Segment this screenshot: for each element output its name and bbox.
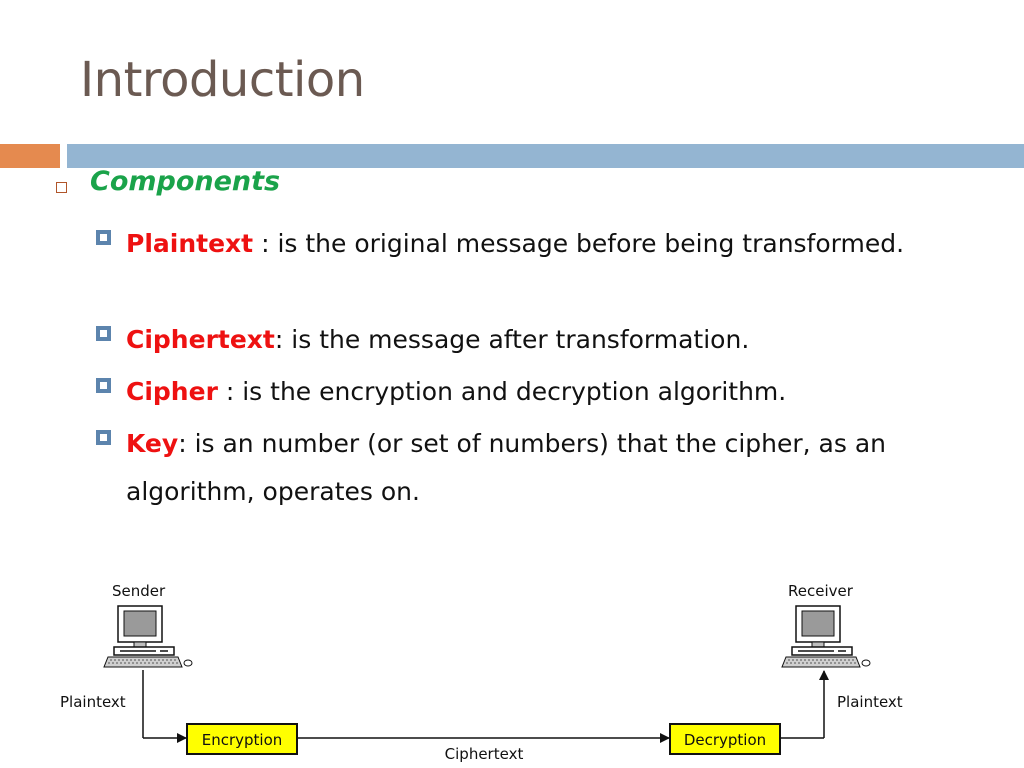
term-description: is the message after transformation. [283,325,750,354]
filled-square-bullet-icon [96,230,111,245]
encryption-label: Encryption [202,731,283,749]
list-item-key: Key: is an number (or set of numbers) th… [96,420,1006,516]
filled-square-bullet-icon [96,326,111,341]
ciphertext-label: Ciphertext [445,745,524,763]
term-separator: : [217,377,235,406]
term-label: Plaintext [126,229,254,258]
filled-square-bullet-icon [96,430,111,445]
sender-label: Sender [112,582,166,600]
accent-bar-orange [0,144,60,168]
sender-computer-icon [103,605,193,668]
plaintext-left-label: Plaintext [60,693,126,711]
item-text: Plaintext : is the original message befo… [126,220,1006,268]
term-description: is an number (or set of numbers) that th… [126,429,886,506]
item-text: Key: is an number (or set of numbers) th… [126,420,1006,516]
term-separator: : [274,325,284,354]
plaintext-right-label: Plaintext [837,693,903,711]
term-label: Ciphertext [126,325,275,354]
term-separator: : [253,229,270,258]
slide-title: Introduction [80,52,365,108]
term-description: is the original message before being tra… [269,229,905,258]
item-text: Ciphertext: is the message after transfo… [126,316,1006,364]
term-label: Cipher [126,377,218,406]
square-bullet-icon [56,182,67,193]
filled-square-bullet-icon [96,378,111,393]
term-separator: : [178,429,187,458]
list-item-cipher: Cipher : is the encryption and decryptio… [96,368,1006,416]
accent-bar-blue [67,144,1024,168]
item-text: Cipher : is the encryption and decryptio… [126,368,1006,416]
encryption-diagram: Sender Receiver Encryption [60,582,903,763]
receiver-label: Receiver [788,582,854,600]
term-description: is the encryption and decryption algorit… [234,377,787,406]
encryption-box [186,723,298,755]
term-label: Key [126,429,179,458]
decryption-box [669,723,781,755]
decryption-label: Decryption [684,731,766,749]
receiver-computer-icon [781,605,871,668]
list-item-ciphertext: Ciphertext: is the message after transfo… [96,316,1006,364]
section-heading: Components [90,166,281,197]
list-item-plaintext: Plaintext : is the original message befo… [96,220,1006,268]
